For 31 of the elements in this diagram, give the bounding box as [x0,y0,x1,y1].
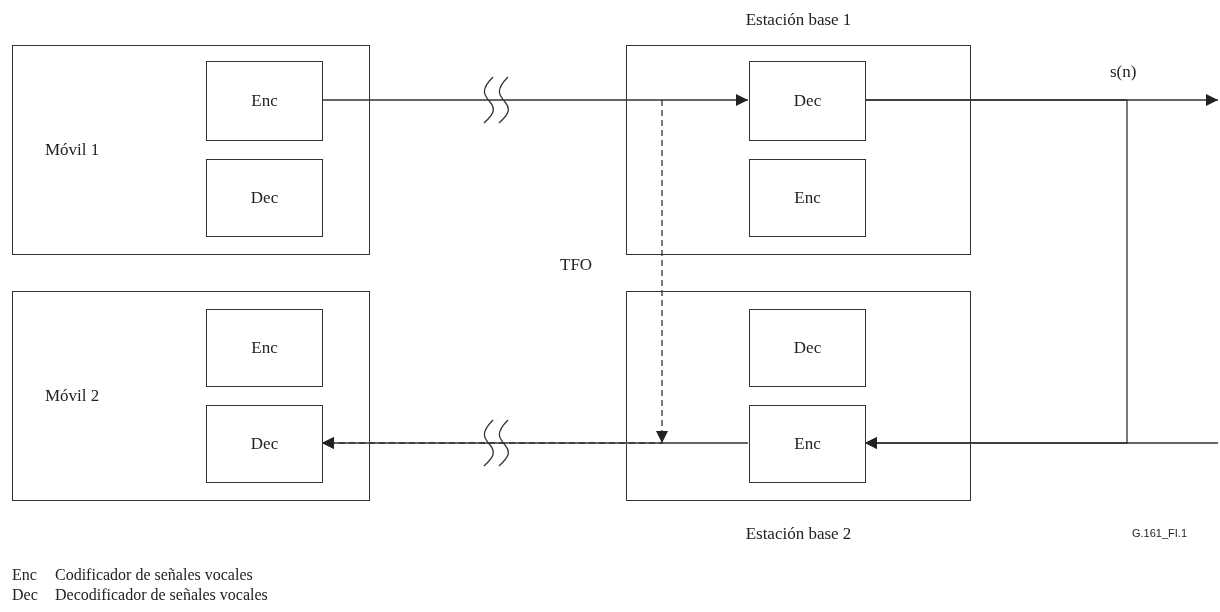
abbreviation: Dec [12,586,38,604]
arrow [321,94,749,106]
codec-box [206,309,323,387]
codec-box [206,405,323,483]
codec-label: Enc [250,91,279,111]
codec-label: Enc [250,338,279,358]
codec-box [749,61,866,141]
unit-box [12,45,370,255]
edge-label: s(n) [1110,62,1137,82]
arrow [864,437,1219,449]
codec-box [206,61,323,141]
unit-label: Móvil 2 [45,386,100,406]
codec-label: Enc [793,434,822,454]
abbreviation: Enc [12,566,37,584]
figure-id: G.161_FI.1 [1132,527,1188,539]
unit-box [12,291,370,501]
codec-label: Dec [792,91,823,111]
codec-label: Dec [792,338,823,358]
unit-label: Móvil 1 [45,140,100,160]
codec-box [749,159,866,237]
dashed-arrow [321,99,668,449]
station-label: Estación base 2 [744,524,853,544]
codec-label: Enc [793,188,822,208]
codec-box [206,159,323,237]
codec-label: Dec [249,188,280,208]
abbreviation-meaning: Decodificador de señales vocales [55,586,268,604]
codec-box [749,405,866,483]
station-label: Estación base 1 [744,10,853,30]
abbreviation-meaning: Codificador de señales vocales [55,566,253,584]
codec-box [749,309,866,387]
codec-label: Dec [249,434,280,454]
